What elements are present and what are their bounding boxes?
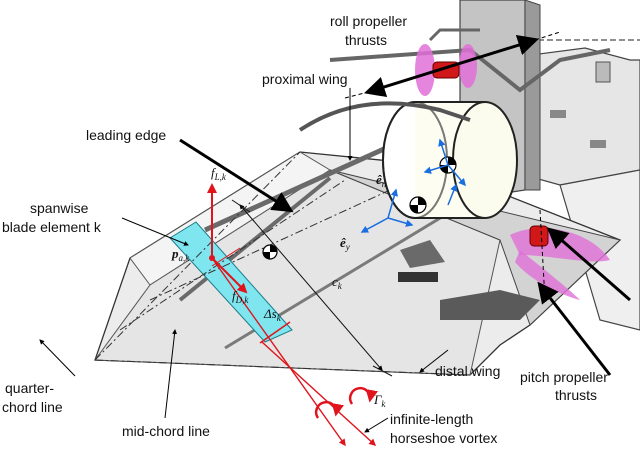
mid-chord-label: mid-chord line [122, 423, 210, 439]
chord-symbol: ck [332, 274, 343, 291]
annotation-arrows [39, 88, 449, 433]
pitch-propeller [510, 209, 631, 376]
leading-edge-label: leading edge [86, 127, 166, 143]
roll-propeller [344, 31, 561, 99]
forces [207, 183, 378, 447]
gamma-symbol: Γk [373, 392, 386, 409]
cg-markers [262, 156, 457, 260]
spanwise-label-1: spanwise [30, 200, 89, 216]
lift-symbol: fL,k [211, 165, 227, 182]
drag-symbol: fD,k [232, 288, 249, 305]
spanwise-label-2: blade element k [2, 219, 102, 235]
horseshoe-label-1: infinite-length [390, 411, 473, 427]
distal-wing-label: distal wing [435, 363, 500, 379]
horseshoe-label-2: horseshoe vortex [390, 430, 497, 446]
quarter-chord-label-1: quarter- [5, 380, 54, 396]
quarter-chord-label-2: chord line [2, 399, 63, 415]
chord-dimension [231, 199, 393, 377]
e-n-symbol: ên [376, 172, 387, 189]
pitch-propeller-label-1: pitch propeller [520, 369, 608, 385]
roll-propeller-label-1: roll propeller [330, 13, 407, 29]
point-symbol: pa,k [171, 246, 190, 263]
body-axes [360, 138, 466, 233]
roll-propeller-label-2: thrusts [345, 32, 387, 48]
e-y-symbol: êy [340, 235, 350, 252]
proximal-wing-label: proximal wing [262, 71, 348, 87]
pitch-propeller-label-2: thrusts [555, 387, 597, 403]
delta-s-symbol: Δsk [263, 306, 282, 323]
